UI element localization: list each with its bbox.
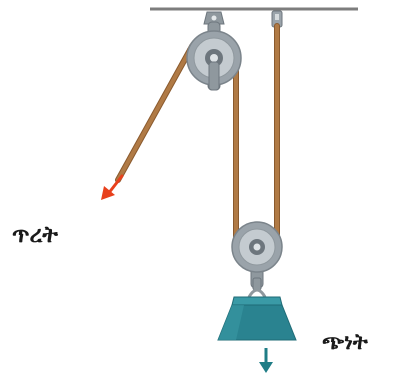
- arrow-down-icon: [259, 348, 273, 373]
- weight-block: [217, 296, 297, 341]
- top-pulley-mount: [203, 11, 225, 25]
- top-pulley: [186, 21, 242, 91]
- arrow-down-left-icon: [101, 174, 124, 200]
- bottom-pulley: [231, 221, 283, 289]
- hook: [247, 277, 267, 298]
- load-label: ጭነት: [322, 330, 368, 355]
- pull-force-label: ጥረት: [12, 222, 58, 248]
